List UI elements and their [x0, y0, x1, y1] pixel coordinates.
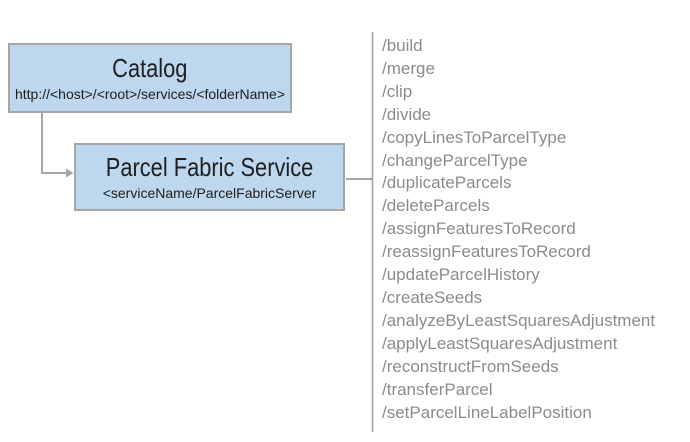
endpoint-item: /reconstructFromSeeds	[382, 356, 559, 376]
endpoint-item: /divide	[382, 104, 432, 124]
endpoint-item: /createSeeds	[382, 287, 483, 307]
catalog-box-url: http://<host>/<root>/services/<folderNam…	[14, 86, 286, 102]
parcel-fabric-service-title: Parcel Fabric Service	[105, 152, 314, 182]
parcel-fabric-service-box: Parcel Fabric Service <serviceName/Parce…	[74, 143, 345, 211]
catalog-to-service-connector	[41, 112, 66, 174]
catalog-box-title: Catalog	[112, 53, 188, 83]
endpoint-item: /deleteParcels	[382, 196, 490, 216]
endpoint-item: /assignFeaturesToRecord	[382, 219, 576, 239]
endpoint-item: /applyLeastSquaresAdjustment	[382, 333, 618, 353]
endpoint-item: /transferParcel	[382, 379, 493, 399]
parcel-fabric-service-path: <serviceName/ParcelFabricServer	[102, 185, 317, 201]
endpoint-item: /updateParcelHistory	[382, 265, 540, 285]
endpoint-item: /copyLinesToParcelType	[382, 127, 567, 147]
endpoint-item: /reassignFeaturesToRecord	[382, 242, 591, 262]
endpoint-item: /analyzeByLeastSquaresAdjustment	[382, 310, 656, 330]
endpoint-item: /clip	[382, 81, 413, 101]
endpoint-operations-list: /build/merge/clip/divide/copyLinesToParc…	[382, 35, 655, 424]
endpoint-item: /build	[382, 36, 423, 55]
arrowhead-icon	[66, 168, 74, 178]
endpoint-item: /setParcelLineLabelPosition	[382, 402, 592, 422]
catalog-box: Catalog http://<host>/<root>/services/<f…	[8, 43, 292, 113]
endpoint-item: /changeParcelType	[382, 150, 528, 170]
endpoint-item: /duplicateParcels	[382, 173, 512, 193]
endpoint-item: /merge	[382, 58, 435, 78]
